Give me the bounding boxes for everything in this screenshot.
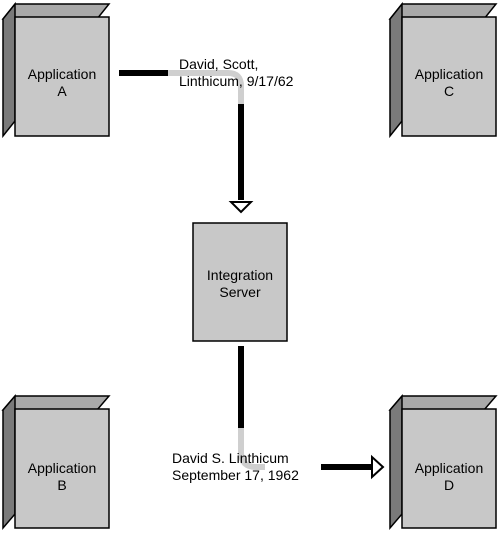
application-a-label-line1: Application bbox=[27, 66, 97, 82]
integration-server-box bbox=[192, 222, 288, 342]
application-c-label: Application C bbox=[402, 66, 496, 100]
application-d-label-line2: D bbox=[443, 477, 455, 493]
connector-a-to-server bbox=[119, 70, 254, 214]
application-b-label-line1: Application bbox=[27, 460, 97, 476]
input-message-line1: David, Scott, bbox=[179, 56, 259, 72]
application-d-label-line1: Application bbox=[414, 460, 484, 476]
input-message-line2: Linthicum, 9/17/62 bbox=[179, 73, 294, 89]
input-message-label: David, Scott, Linthicum, 9/17/62 bbox=[179, 56, 293, 90]
application-a-box bbox=[1, 1, 111, 139]
application-c-box bbox=[388, 1, 498, 139]
application-a-label-line2: A bbox=[57, 83, 67, 99]
output-message-label: David S. Linthicum September 17, 1962 bbox=[172, 450, 299, 484]
application-b-box bbox=[1, 393, 111, 531]
output-message-line2: September 17, 1962 bbox=[172, 467, 299, 483]
application-c-label-line2: C bbox=[443, 83, 455, 99]
integration-server-label-line1: Integration bbox=[206, 267, 274, 283]
application-b-label: Application B bbox=[15, 460, 109, 494]
application-b-label-line2: B bbox=[57, 477, 67, 493]
application-c-label-line1: Application bbox=[414, 66, 484, 82]
connector-server-to-d bbox=[238, 346, 385, 480]
application-d-label: Application D bbox=[402, 460, 496, 494]
integration-server-label-line2: Server bbox=[219, 284, 261, 300]
integration-server-label: Integration Server bbox=[193, 267, 287, 301]
application-a-label: Application A bbox=[15, 66, 109, 100]
application-d-box bbox=[388, 393, 498, 531]
output-message-line1: David S. Linthicum bbox=[172, 450, 289, 466]
